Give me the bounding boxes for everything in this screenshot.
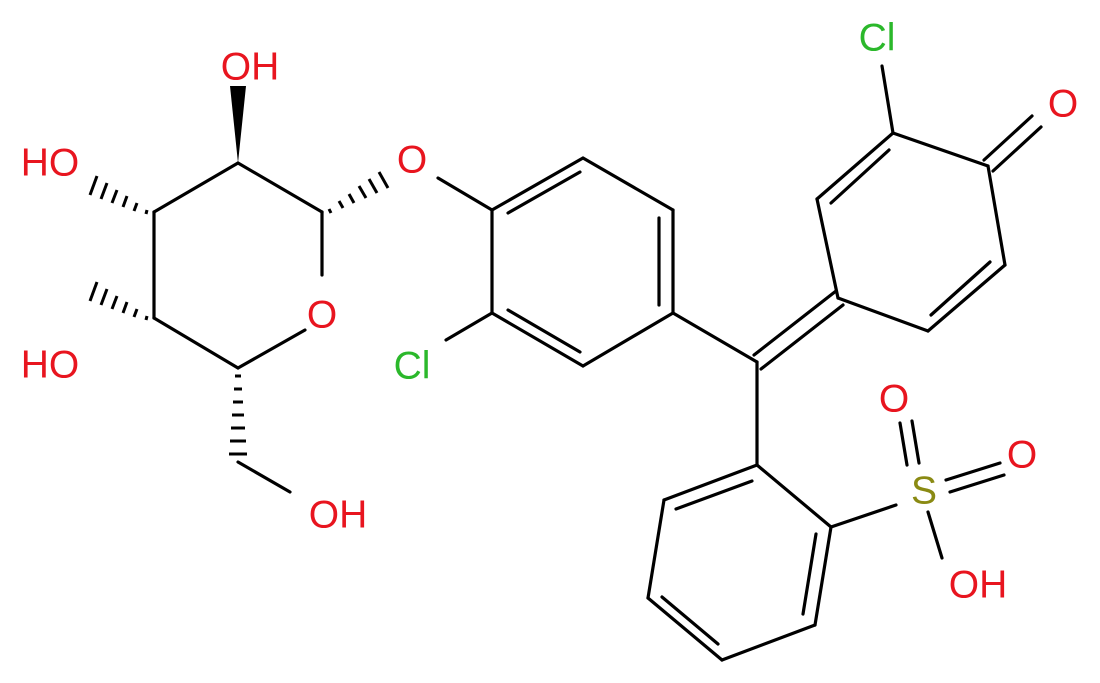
atom-label-ho-c4: HO	[21, 344, 80, 387]
atom-label-oh-c2: OH	[221, 46, 280, 89]
bond-ring-a-central	[671, 311, 759, 364]
bond-ring-c-s	[829, 503, 898, 529]
bond-ring-b-cl	[880, 64, 895, 135]
hash-bond-c3-oh	[88, 175, 149, 215]
chlorophenyl-ring	[490, 156, 675, 368]
bond-o-aryl	[436, 176, 494, 212]
bond-ch2-oh	[236, 460, 292, 494]
hash-bond-c4-oh	[88, 281, 149, 321]
hash-bond-c1-o	[327, 171, 390, 214]
atom-label-ketone-oxygen: O	[1048, 83, 1078, 126]
atom-label-sulfonic-oh: OH	[949, 564, 1008, 607]
wedge-bond-c2-oh	[230, 86, 246, 163]
atom-label-sulfonyl-oxygen-right: O	[1007, 434, 1037, 477]
quinoid-ring	[815, 131, 1007, 333]
atom-label-sulfur: S	[911, 470, 937, 513]
double-bond-central-quinoid	[752, 289, 845, 371]
atom-label-ho-c3: HO	[21, 142, 80, 185]
double-bond-s-o-top	[898, 419, 921, 467]
atom-label-cl-left: Cl	[394, 345, 431, 388]
sulfophenyl-ring	[646, 463, 833, 662]
atom-label-oh-c6: OH	[309, 494, 368, 537]
atom-label-cl-top: Cl	[859, 17, 896, 60]
double-bond-ketone	[982, 114, 1043, 173]
hash-bond-c5-ch2	[229, 374, 247, 456]
atom-label-sulfonyl-oxygen-top: O	[879, 378, 909, 421]
double-bond-s-o-right	[944, 461, 1006, 494]
glucose-ring	[152, 161, 324, 370]
atom-label-ring-oxygen: O	[307, 294, 337, 337]
bond-s-oh	[926, 510, 944, 560]
atom-label-glycosidic-oxygen: O	[397, 139, 427, 182]
bond-ring-a-cl	[444, 311, 494, 342]
